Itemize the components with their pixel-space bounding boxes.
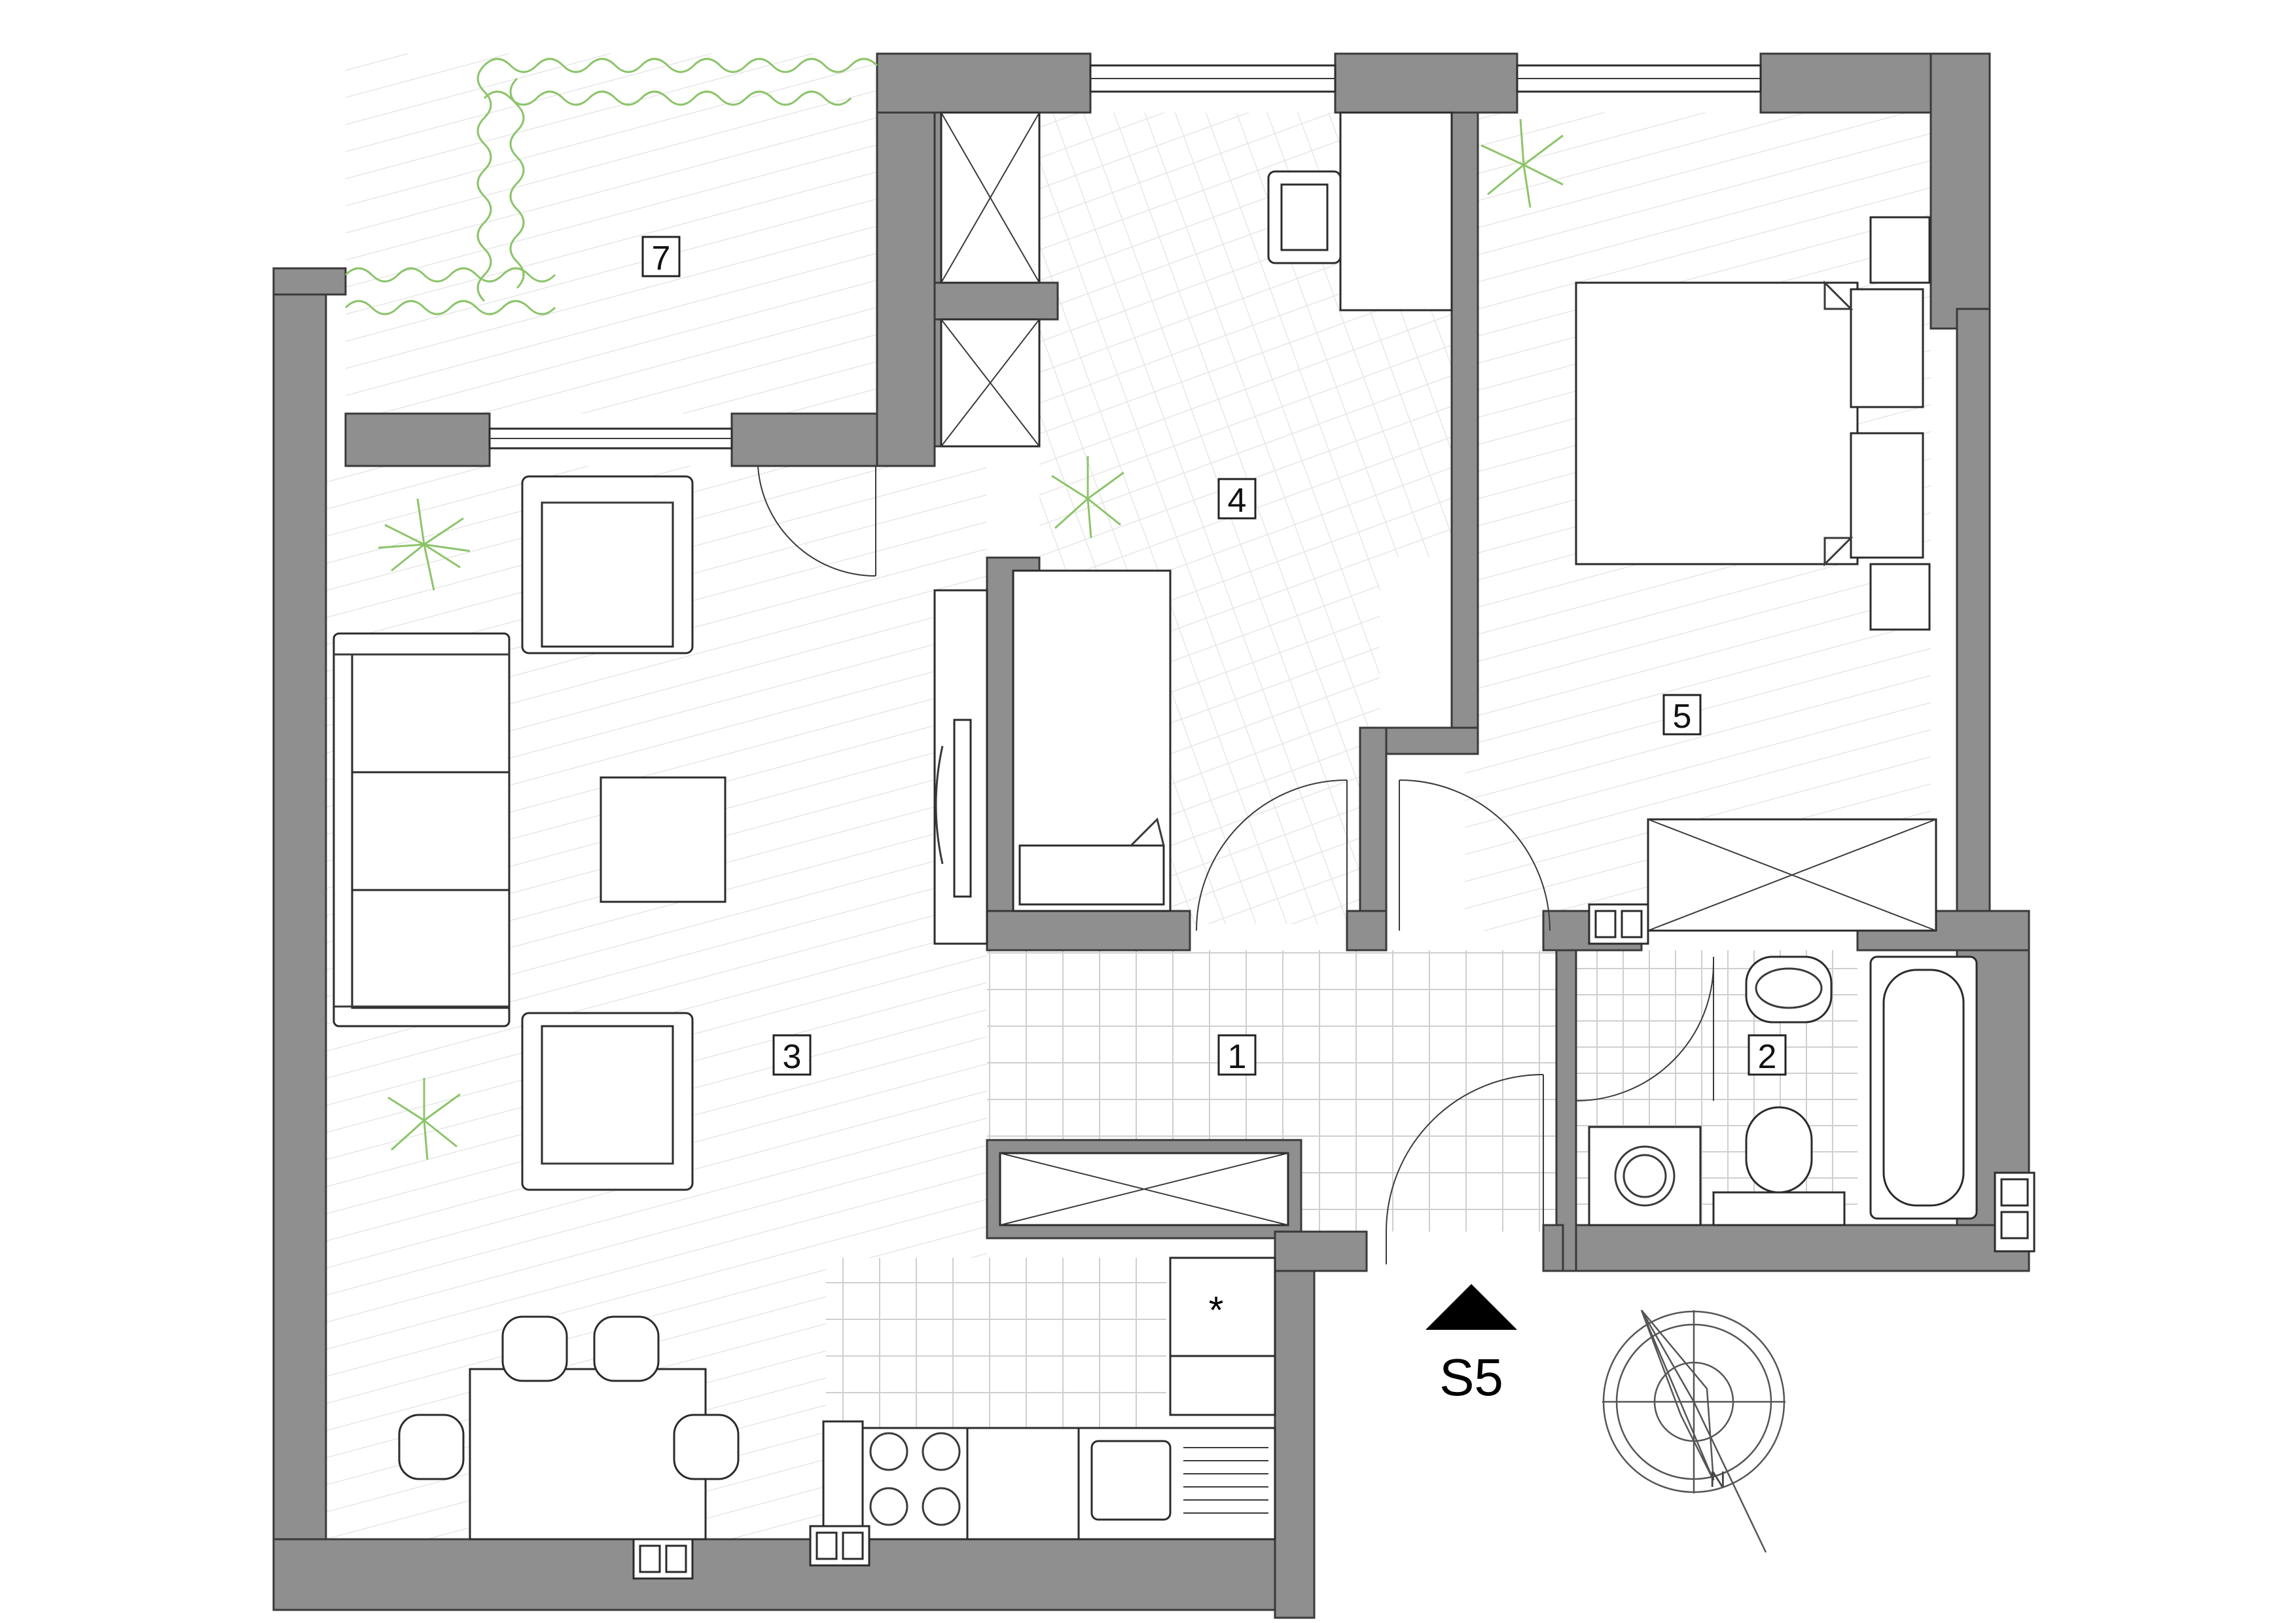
- room-label-entrance: 1: [1217, 1034, 1257, 1076]
- terrace-door: [757, 465, 876, 577]
- bathroom-fixtures: [1575, 955, 2036, 1253]
- section-marker: S5: [1426, 1284, 1517, 1406]
- svg-text:7: 7: [652, 240, 671, 277]
- svg-text:S5: S5: [1439, 1348, 1503, 1406]
- hall-furniture: [999, 1152, 1289, 1226]
- svg-text:1: 1: [1228, 1038, 1247, 1076]
- kitchen-fixtures: [632, 1257, 1276, 1580]
- room-label-room-4: 4: [1217, 478, 1257, 520]
- terrace-greenery: [344, 58, 878, 315]
- living-room-furniture: [332, 475, 988, 1541]
- svg-text:3: 3: [783, 1038, 802, 1076]
- room-label-bathroom: 2: [1748, 1034, 1787, 1076]
- compass-icon: N: [1602, 1310, 1785, 1553]
- svg-text:2: 2: [1758, 1038, 1777, 1076]
- room-label-living-room: 3: [772, 1034, 812, 1076]
- room-4-door: [1196, 779, 1348, 931]
- windows: [488, 64, 1762, 450]
- room-4-furniture: [940, 111, 1453, 912]
- room-label-terrace: 7: [641, 236, 681, 277]
- room-label-bedroom: 5: [1662, 694, 1702, 736]
- svg-text:4: 4: [1228, 482, 1247, 520]
- svg-text:N: N: [1710, 1467, 1726, 1492]
- svg-text:5: 5: [1673, 698, 1692, 736]
- plant-icon: [378, 118, 1564, 1160]
- kitchen-marker: *: [1209, 1289, 1224, 1332]
- entrance-door: [1386, 1074, 1544, 1264]
- bedroom-furniture: [1575, 216, 1937, 945]
- bedroom-door: [1399, 779, 1551, 931]
